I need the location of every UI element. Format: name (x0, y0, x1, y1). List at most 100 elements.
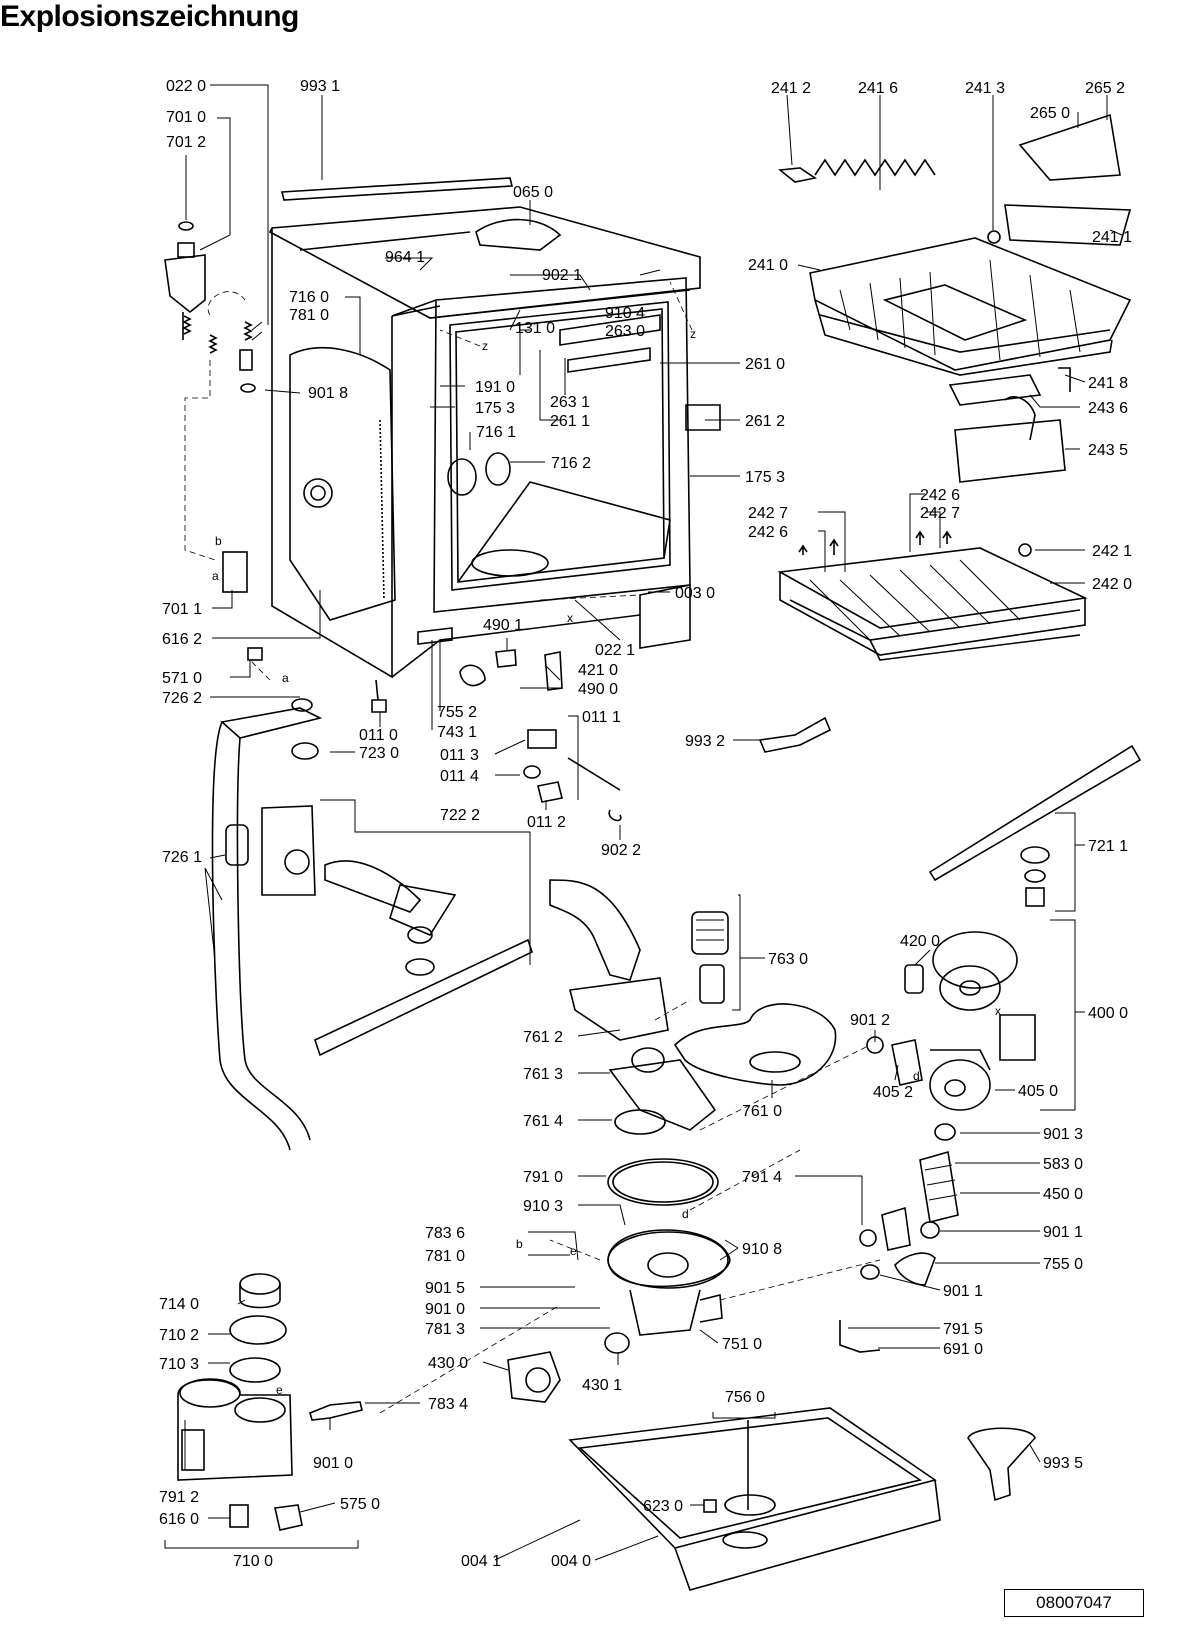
part-label: 616 0 (159, 1511, 199, 1528)
marker-a2: a (282, 671, 289, 685)
part-label: 011 2 (527, 814, 566, 831)
part-label: 583 0 (1043, 1156, 1083, 1173)
part-label: 726 2 (162, 690, 202, 707)
part-label: 791 0 (523, 1169, 563, 1186)
sump-751 (607, 1229, 731, 1336)
softener-710 (177, 1273, 293, 1481)
hose-clips (208, 321, 253, 354)
part-label: 783 6 (425, 1225, 465, 1242)
part-label: 761 4 (523, 1113, 563, 1130)
part-label: 723 0 (359, 745, 399, 762)
pump-400 (929, 931, 1036, 1111)
heater-430 (507, 1351, 561, 1403)
part-label: 004 0 (551, 1553, 591, 1570)
part-label: 004 1 (461, 1553, 501, 1570)
part-label: 710 3 (159, 1356, 199, 1373)
part-label: 701 1 (162, 601, 202, 618)
drawing-reference-number: 08007047 (1004, 1589, 1144, 1617)
part-label: 901 1 (1043, 1224, 1083, 1241)
part-label: 022 0 (166, 78, 206, 95)
part-label: 420 0 (900, 933, 940, 950)
marker-e2: e (276, 1383, 283, 1397)
part-label: 761 2 (523, 1029, 563, 1046)
part-label: 901 3 (1043, 1126, 1083, 1143)
marker-x1: x (567, 611, 573, 625)
leader-lines (164, 84, 1123, 1561)
part-label: 901 2 (850, 1012, 890, 1029)
part-label: 242 0 (1092, 576, 1132, 593)
part-label: 791 5 (943, 1321, 983, 1338)
marker-e1: e (570, 1244, 577, 1258)
part-label: 901 8 (308, 385, 348, 402)
part-label: 783 4 (428, 1396, 468, 1413)
part-label: 003 0 (675, 585, 715, 602)
assembly-lines (249, 281, 881, 1414)
part-label: 241 0 (748, 257, 788, 274)
part-label: 241 2 (771, 80, 811, 97)
part-label: 175 3 (745, 469, 785, 486)
part-label: 710 2 (159, 1327, 199, 1344)
part-label: 065 0 (513, 184, 553, 201)
part-label: 011 3 (440, 747, 479, 764)
upper-spray-arm (928, 744, 1142, 882)
part-label: 400 0 (1088, 1005, 1128, 1022)
part-label: 242 7 (748, 505, 788, 522)
lower-basket (777, 547, 1088, 661)
part-label: 721 1 (1088, 838, 1128, 855)
part-label: 242 6 (920, 487, 960, 504)
filter-763 (691, 911, 729, 1004)
part-label: 243 5 (1088, 442, 1128, 459)
part-label: 743 1 (437, 724, 477, 741)
marker-x2: x (995, 1004, 1001, 1018)
part-label: 242 7 (920, 505, 960, 522)
part-label: 430 1 (582, 1377, 622, 1394)
part-label: 993 1 (300, 78, 340, 95)
part-label: 490 0 (578, 681, 618, 698)
lower-spray-arm (261, 805, 533, 1057)
part-label: 263 1 (550, 394, 590, 411)
funnel-993-5 (967, 1427, 1036, 1502)
tub-assembly (268, 177, 721, 679)
marker-d2: d (913, 1069, 920, 1083)
page-title: Explosionszeichnung (0, 0, 299, 33)
part-label: 791 2 (159, 1489, 199, 1506)
part-label: 751 0 (722, 1336, 762, 1353)
part-label: 755 0 (1043, 1256, 1083, 1273)
part-label: 241 6 (858, 80, 898, 97)
part-label: 242 1 (1092, 543, 1132, 560)
part-label: 910 3 (523, 1198, 563, 1215)
part-label: 755 2 (437, 704, 477, 721)
part-label: 964 1 (385, 249, 425, 266)
part-label: 756 0 (725, 1389, 765, 1406)
part-label: 701 0 (166, 109, 206, 126)
part-label: 261 1 (550, 413, 590, 430)
part-label: 763 0 (768, 951, 808, 968)
marker-z2: z (690, 327, 696, 341)
part-label: 691 0 (943, 1341, 983, 1358)
part-label: 910 4 (605, 305, 645, 322)
base-plate-004 (568, 1407, 941, 1591)
part-label: 901 0 (313, 1455, 353, 1472)
part-label: 761 3 (523, 1066, 563, 1083)
part-label: 902 1 (542, 267, 582, 284)
part-label: 726 1 (162, 849, 202, 866)
part-label: 011 4 (440, 768, 479, 785)
part-label: 575 0 (340, 1496, 380, 1513)
part-label: 902 2 (601, 842, 641, 859)
part-label: 405 2 (873, 1084, 913, 1101)
part-label: 131 0 (515, 320, 555, 337)
part-label: 242 6 (748, 524, 788, 541)
part-label: 241 8 (1088, 375, 1128, 392)
part-label: 910 8 (742, 1241, 782, 1258)
part-label: 901 0 (425, 1301, 465, 1318)
part-label: 716 2 (551, 455, 591, 472)
part-label: 022 1 (595, 642, 635, 659)
part-label: 175 3 (475, 400, 515, 417)
marker-a1: a (212, 569, 219, 583)
part-label: 716 0 (289, 289, 329, 306)
part-label: 781 0 (289, 307, 329, 324)
part-label: 623 0 (643, 1498, 683, 1515)
part-label: 430 0 (428, 1355, 468, 1372)
part-label: 261 0 (745, 356, 785, 373)
